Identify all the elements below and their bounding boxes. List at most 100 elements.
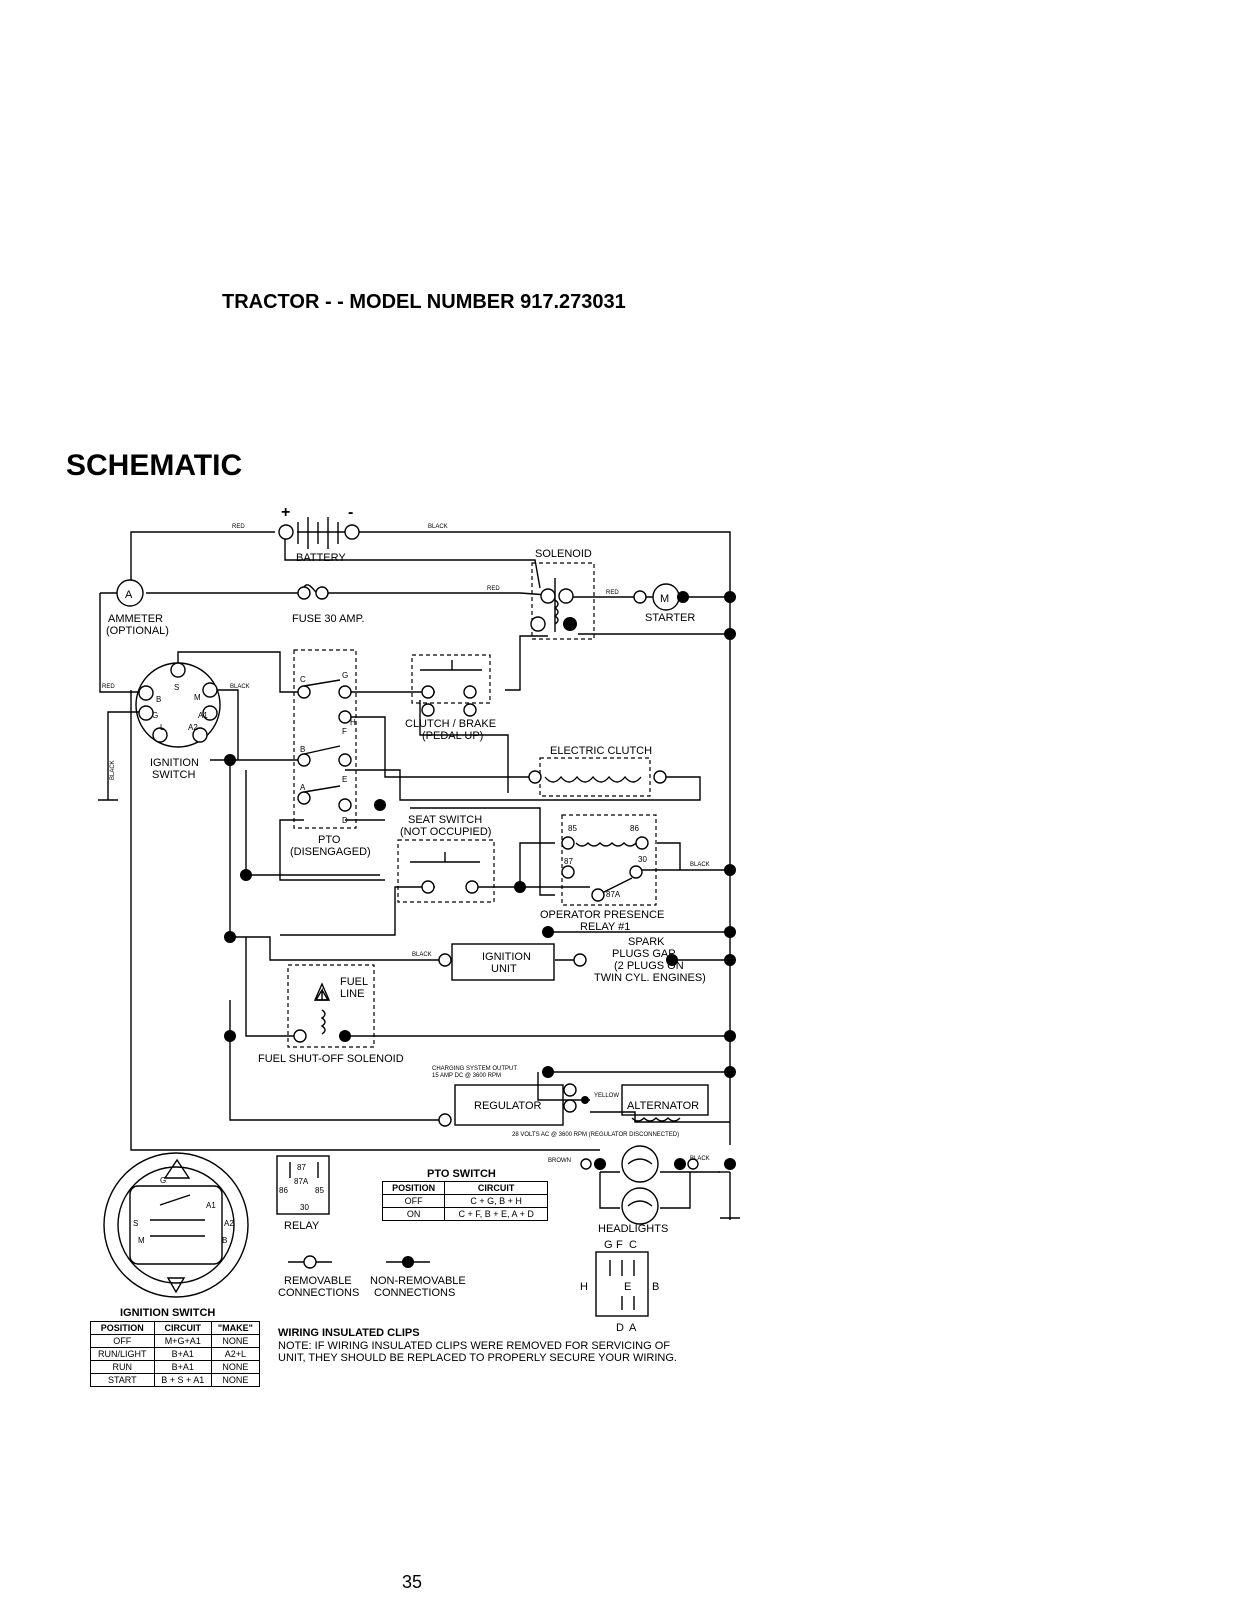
ign-term-b: B: [156, 695, 161, 704]
ign-table-cell: B+A1: [153, 1360, 212, 1374]
ign-table-cell: RUN: [90, 1360, 155, 1374]
pto-term-e: E: [342, 775, 347, 784]
note-title: WIRING INSULATED CLIPS: [278, 1327, 420, 1339]
note-line-2: UNIT, THEY SHOULD BE REPLACED TO PROPERL…: [278, 1352, 677, 1364]
ign-term-l: L: [160, 723, 165, 732]
relay-term-85: 85: [568, 824, 577, 833]
wiring-note: WIRING INSULATED CLIPS NOTE: IF WIRING I…: [278, 1327, 677, 1364]
seat-switch-label-2: (NOT OCCUPIED): [400, 826, 491, 838]
relay-pin-87: 87: [297, 1163, 306, 1172]
ignition-switch: B S M G A1 L A2 IGNITION SWITCH RED BLAC…: [102, 662, 250, 781]
wire-black-ignunit: BLACK: [412, 952, 432, 958]
ign-table-header-make: "MAKE": [210, 1321, 261, 1335]
ign-table-cell: NONE: [210, 1334, 261, 1348]
fuse: FUSE 30 AMP. RED: [292, 584, 500, 625]
pin-h: H: [580, 1281, 588, 1293]
ign-term-s: S: [174, 683, 179, 692]
spark-label-1: SPARK: [628, 936, 665, 948]
wire-red-battery: RED: [232, 524, 245, 530]
ignition-unit-label: IGNITION: [482, 951, 531, 963]
pto-term-d: D: [342, 816, 348, 825]
wire-black-relay: BLACK: [690, 862, 710, 868]
battery-label: BATTERY: [296, 552, 346, 564]
pin-e: E: [624, 1281, 631, 1293]
relay-pin-87a: 87A: [294, 1177, 309, 1186]
pto-table-cell: C + G, B + H: [444, 1194, 548, 1208]
operator-relay-label: OPERATOR PRESENCE: [540, 909, 664, 921]
solenoid-label: SOLENOID: [535, 548, 592, 560]
pin-b: B: [652, 1281, 659, 1293]
starter-symbol: M: [660, 593, 669, 605]
pto-term-b: B: [300, 745, 305, 754]
regulator-label: REGULATOR: [474, 1100, 541, 1112]
clutch-brake-label-2: (PEDAL UP): [422, 730, 483, 742]
pto-term-h: H: [350, 718, 356, 727]
wire-black-battery: BLACK: [428, 524, 448, 530]
section-title: SCHEMATIC: [66, 449, 243, 482]
ignition-label: IGNITION: [150, 757, 199, 769]
table-row: START B + S + A1 NONE: [90, 1373, 261, 1387]
ign-face-b: B: [222, 1236, 227, 1245]
battery: + - BATTERY RED BLACK: [232, 504, 448, 564]
fuel-line-label: FUEL: [340, 976, 368, 988]
headlights: HEADLIGHTS BROWN BLACK: [548, 1145, 740, 1235]
legend-removable-2: CONNECTIONS: [278, 1287, 359, 1299]
wire-red-fuse: RED: [487, 586, 500, 592]
ignition-unit-label-2: UNIT: [491, 963, 517, 975]
legend-removable: REMOVABLE: [284, 1275, 352, 1287]
seat-switch: SEAT SWITCH (NOT OCCUPIED): [397, 814, 495, 903]
ignition-switch-table: POSITION CIRCUIT "MAKE" OFF M+G+A1 NONE …: [90, 1321, 261, 1387]
ign-term-g: G: [152, 711, 158, 720]
ign-face-a1: A1: [206, 1201, 216, 1210]
legend-nonremovable-2: CONNECTIONS: [374, 1287, 455, 1299]
ign-table-cell: B + S + A1: [153, 1373, 212, 1387]
ign-table-header-circuit: CIRCUIT: [153, 1321, 212, 1335]
operator-relay-label-2: RELAY #1: [580, 921, 630, 933]
table-row: RUN B+A1 NONE: [90, 1360, 261, 1374]
starter-label: STARTER: [645, 612, 695, 624]
starter-motor: M STARTER: [633, 583, 736, 640]
pto-label: PTO: [318, 834, 341, 846]
ign-table-cell: START: [90, 1373, 155, 1387]
wire-yellow-label: YELLOW: [594, 1093, 619, 1099]
wire-red-ign: RED: [102, 684, 115, 690]
fuse-label: FUSE 30 AMP.: [292, 613, 365, 625]
ammeter-label: AMMETER: [108, 613, 163, 625]
ign-term-a1: A1: [198, 711, 208, 720]
ign-term-a2: A2: [188, 723, 198, 732]
junction-dots: [224, 869, 736, 1078]
ign-table-header-position: POSITION: [90, 1321, 155, 1335]
pin-a: A: [629, 1322, 637, 1334]
pto-table-header-position: POSITION: [381, 1181, 446, 1195]
ign-table-cell: NONE: [210, 1373, 261, 1387]
pto-table-title: PTO SWITCH: [427, 1168, 496, 1180]
ignition-unit: IGNITION UNIT BLACK: [412, 943, 555, 981]
ammeter-optional: (OPTIONAL): [106, 625, 169, 637]
battery-plus: +: [281, 504, 290, 521]
charging-output-label: CHARGING SYSTEM OUTPUT: [432, 1066, 517, 1072]
pin-f: F: [616, 1239, 623, 1251]
pto-connector-pinout: G F C H E B D A: [580, 1239, 659, 1334]
wires: [98, 531, 731, 1220]
pto-table-header-circuit: CIRCUIT: [444, 1181, 548, 1195]
electric-clutch-label: ELECTRIC CLUTCH: [550, 745, 652, 757]
page-title: TRACTOR - - MODEL NUMBER 917.273031: [222, 291, 626, 313]
fuel-solenoid: FUEL LINE FUEL SHUT-OFF SOLENOID: [258, 964, 404, 1065]
spark-label-2: PLUGS GAP: [612, 948, 676, 960]
alternator-label: ALTERNATOR: [627, 1100, 699, 1112]
pto-term-g: G: [342, 671, 348, 680]
spark-label-3: (2 PLUGS ON: [614, 960, 684, 972]
pin-c: C: [629, 1239, 637, 1251]
relay-term-30: 30: [638, 855, 647, 864]
clutch-brake-switch: CLUTCH / BRAKE (PEDAL UP): [405, 654, 496, 742]
seat-switch-label: SEAT SWITCH: [408, 814, 482, 826]
relay-term-87: 87: [564, 857, 573, 866]
spark-label-4: TWIN CYL. ENGINES): [594, 972, 706, 984]
pto-label-2: (DISENGAGED): [290, 846, 371, 858]
fuel-solenoid-label: FUEL SHUT-OFF SOLENOID: [258, 1053, 404, 1065]
table-row: OFF M+G+A1 NONE: [90, 1334, 261, 1348]
ign-table-cell: NONE: [210, 1360, 261, 1374]
spark-plugs: SPARK PLUGS GAP (2 PLUGS ON TWIN CYL. EN…: [573, 936, 706, 984]
wire-brown-label: BROWN: [548, 1158, 571, 1164]
pto-table-cell: C + F, B + E, A + D: [444, 1207, 548, 1221]
